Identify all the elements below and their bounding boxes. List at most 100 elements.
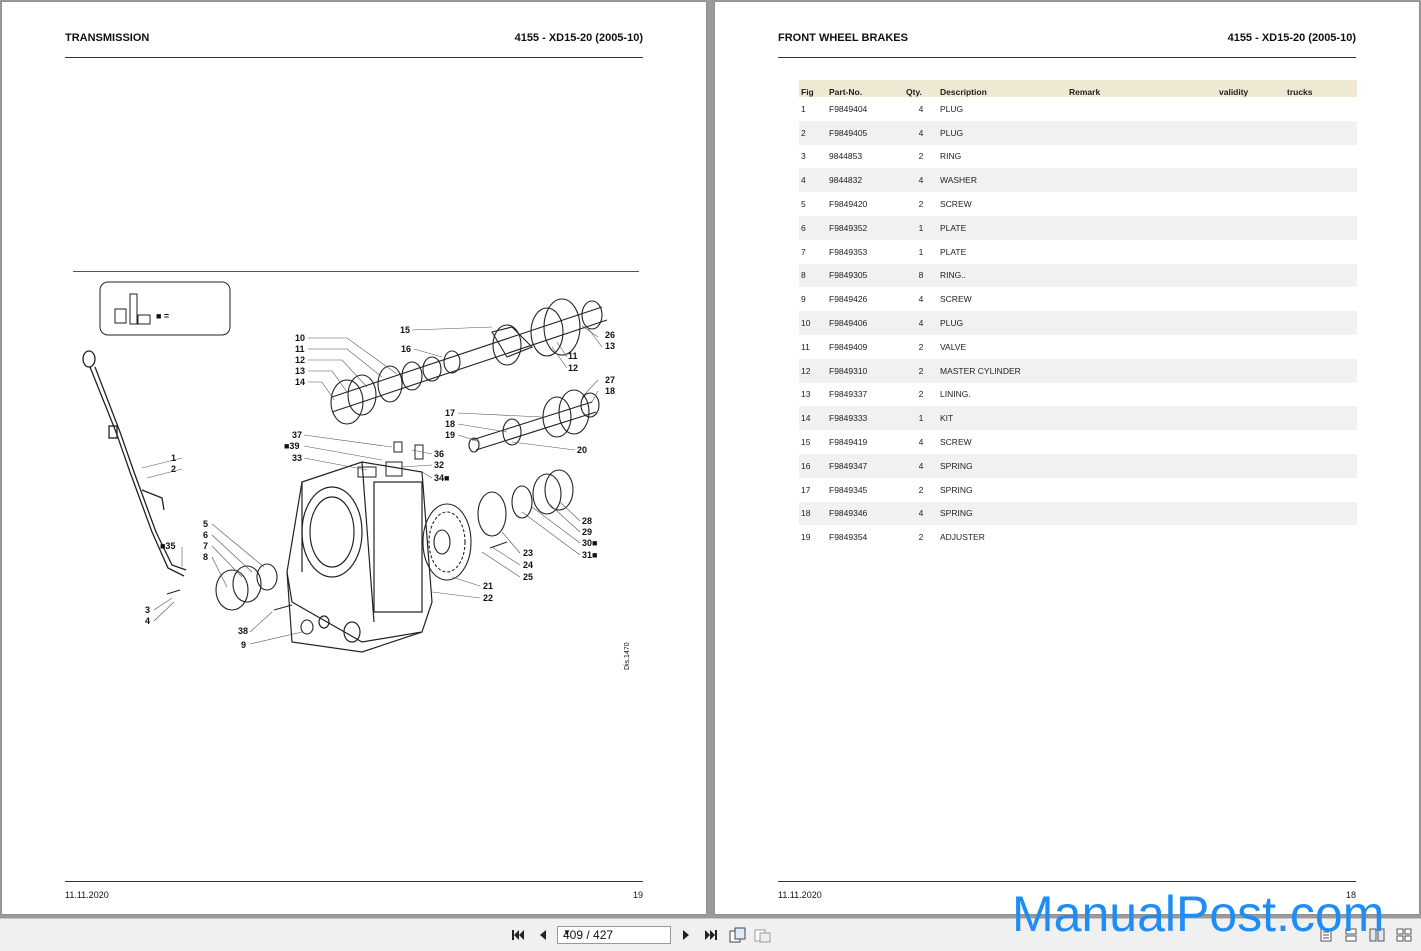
callout: 12 (568, 363, 578, 373)
cell-remark (1067, 358, 1217, 383)
cell-remark (1067, 453, 1217, 478)
callout: 16 (401, 344, 411, 354)
cell-part-no: F9849404 (829, 103, 868, 114)
cell-description: SPRING (938, 453, 1067, 478)
cell-description: PLATE (938, 215, 1067, 240)
cell-validity (1217, 453, 1285, 478)
cell-remark (1067, 120, 1217, 145)
callout: 27 (605, 375, 615, 385)
col-qty: Qty. (904, 80, 938, 97)
cell-description: PLATE (940, 246, 967, 257)
cell-part-no: F9849345 (829, 484, 868, 495)
bottom-toolbar: 409 / 427 ▼ (0, 918, 1421, 951)
cell-fig: 17 (801, 484, 811, 495)
callout: 3 (145, 605, 150, 615)
upper-shaft-part (330, 298, 608, 425)
first-page-icon[interactable] (510, 927, 526, 943)
cell-fig: 3 (801, 151, 806, 162)
cell-trucks (1285, 358, 1357, 383)
cell-trucks (1285, 478, 1357, 502)
cell-validity (1217, 97, 1285, 121)
cell-remark (1067, 383, 1217, 407)
callout: 29 (582, 527, 592, 537)
callout: 11 (568, 351, 578, 361)
cell-trucks (1285, 501, 1357, 526)
callout: 8 (203, 552, 208, 562)
right-bearings-part (477, 469, 574, 537)
callout: 14 (295, 377, 305, 387)
cell-remark (1067, 311, 1217, 335)
cell-qty: 4 (904, 311, 938, 335)
cell-validity (1217, 406, 1285, 431)
right-footer-date: 11.11.2020 (778, 890, 822, 900)
cell-qty: 2 (918, 389, 924, 400)
copy-icon[interactable] (729, 927, 746, 943)
callout: 25 (523, 572, 533, 582)
single-page-view-icon[interactable] (1320, 928, 1332, 942)
callout: 36 (434, 449, 444, 459)
callout: 11 (295, 344, 305, 354)
callout: 10 (295, 333, 305, 343)
compare-icon[interactable] (754, 927, 771, 943)
page-number-dropdown[interactable]: 409 / 427 ▼ (557, 926, 671, 944)
continuous-view-icon[interactable] (1345, 928, 1357, 942)
cell-part-no: F9849353 (829, 246, 868, 257)
cell-validity (1217, 478, 1285, 502)
cell-part-no: 9844853 (829, 151, 863, 162)
drawing-rule (73, 271, 639, 272)
cell-validity (1217, 145, 1285, 169)
header-rule (778, 57, 1356, 58)
cell-fig: 16 (799, 453, 827, 478)
fittings-part (166, 441, 508, 611)
left-page: TRANSMISSION 4155 - XD15-20 (2005-10) ■ … (2, 2, 706, 914)
cell-remark (1067, 192, 1217, 216)
cell-trucks (1285, 383, 1357, 407)
callout: 33 (292, 453, 302, 463)
cell-trucks (1285, 192, 1357, 216)
cell-qty: 4 (918, 294, 924, 305)
callout: 21 (483, 581, 493, 591)
thumbnails-icon[interactable] (1396, 928, 1412, 942)
cell-qty: 4 (904, 168, 938, 193)
cell-trucks (1285, 215, 1357, 240)
cell-qty: 2 (918, 532, 924, 543)
cell-description: RING.. (938, 263, 1067, 288)
cell-trucks (1285, 120, 1357, 145)
cell-qty: 8 (904, 263, 938, 288)
callout: 13 (295, 366, 305, 376)
next-page-icon[interactable] (678, 927, 694, 943)
dipstick-part (82, 350, 187, 577)
cell-part-no: F9849354 (829, 532, 868, 543)
callout: 26 (605, 330, 615, 340)
cell-description: SCREW (940, 294, 972, 305)
cell-qty: 2 (918, 199, 924, 210)
cell-trucks (1285, 97, 1357, 121)
cell-description: RING (940, 151, 962, 162)
right-page: FRONT WHEEL BRAKES 4155 - XD15-20 (2005-… (715, 2, 1419, 914)
cell-fig: 7 (801, 246, 806, 257)
cell-part-no: F9849420 (829, 199, 868, 210)
cell-fig: 15 (801, 437, 811, 448)
cell-remark (1067, 335, 1217, 359)
callout: 23 (523, 548, 533, 558)
last-page-icon[interactable] (703, 927, 719, 943)
cell-qty: 4 (918, 103, 924, 114)
callout: 18 (605, 386, 615, 396)
col-trucks: trucks (1285, 80, 1357, 97)
cell-fig: 9 (801, 294, 806, 305)
prev-page-icon[interactable] (535, 927, 551, 943)
cell-part-no: 9844832 (827, 168, 904, 193)
cell-fig: 5 (801, 199, 806, 210)
cell-validity (1217, 525, 1285, 549)
cell-qty: 1 (904, 406, 938, 431)
callout: 20 (577, 445, 587, 455)
facing-view-icon[interactable] (1369, 928, 1385, 942)
callout: 17 (445, 408, 455, 418)
cell-validity (1217, 120, 1285, 145)
